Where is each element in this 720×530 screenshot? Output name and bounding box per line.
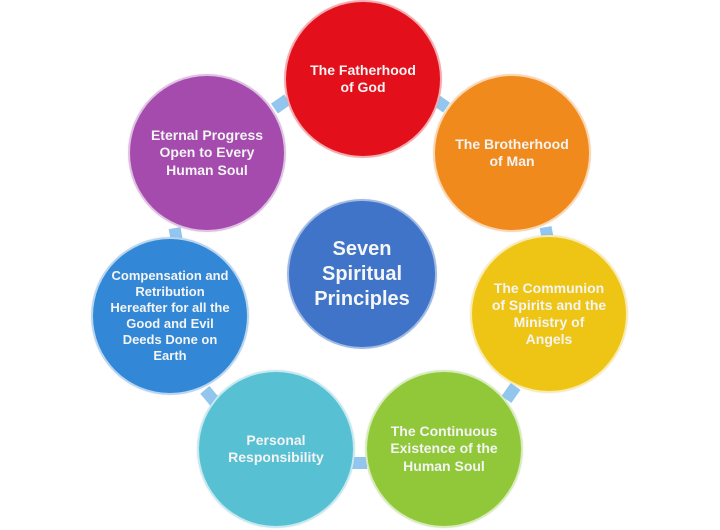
principle-label: The Communion of Spirits and the Ministr… — [491, 279, 607, 348]
principle-label: The Continuous Existence of the Human So… — [390, 423, 498, 474]
principle-eternal-progress: Eternal Progress Open to Every Human Sou… — [128, 74, 286, 232]
principle-label: Eternal Progress Open to Every Human Sou… — [150, 127, 264, 178]
connector-green-teal — [351, 457, 367, 469]
principle-brotherhood-of-man: The Brotherhood of Man — [433, 74, 591, 232]
principle-continuous-existence: The Continuous Existence of the Human So… — [365, 370, 523, 528]
principle-fatherhood-of-god: The Fatherhood of God — [284, 0, 442, 158]
principle-label: Compensation and Retribution Hereafter f… — [110, 268, 230, 363]
principle-label: The Fatherhood of God — [310, 61, 416, 95]
principle-label: The Brotherhood of Man — [455, 135, 569, 169]
center-title: Seven Spiritual Principles — [314, 237, 410, 310]
principle-personal-responsibility: Personal Responsibility — [197, 370, 355, 528]
principle-communion-of-spirits: The Communion of Spirits and the Ministr… — [470, 235, 628, 393]
principle-label: Personal Responsibility — [228, 431, 324, 465]
principle-compensation-and-retribution: Compensation and Retribution Hereafter f… — [91, 237, 249, 395]
center-title-circle: Seven Spiritual Principles — [287, 199, 437, 349]
